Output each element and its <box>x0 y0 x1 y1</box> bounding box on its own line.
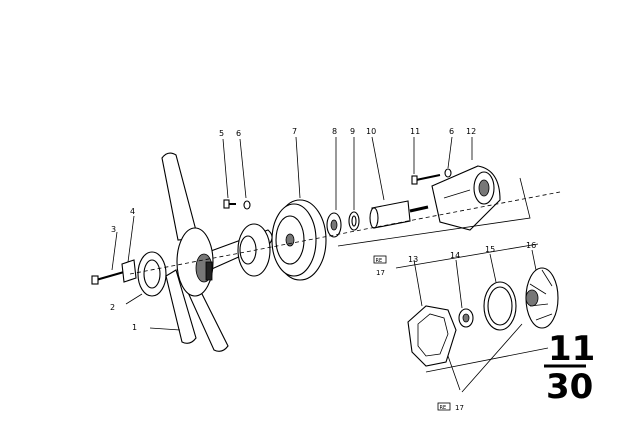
upper-group-bracket <box>337 177 531 247</box>
hub <box>326 212 342 238</box>
hub-plate <box>137 251 167 297</box>
callout-3: 3 <box>111 225 116 234</box>
callout-4: 4 <box>130 207 135 216</box>
callout-11: 11 <box>410 127 420 136</box>
page-code-bottom: 30 <box>546 367 593 407</box>
reference-badge: RE <box>376 258 383 264</box>
callout-2: 2 <box>110 303 115 312</box>
shaft-bearing <box>369 200 429 229</box>
shaft-axis <box>129 191 561 275</box>
lower-group-bracket <box>395 243 549 373</box>
callout-15: 15 <box>485 245 495 254</box>
o-ring <box>483 281 517 331</box>
callout-leaders <box>111 136 537 331</box>
washer-6b <box>444 168 452 178</box>
callout-1: 1 <box>132 323 137 332</box>
page-code: 11 30 <box>544 329 595 407</box>
reference-17-upper: RE 17 <box>373 255 387 277</box>
screw-5 <box>223 199 236 209</box>
callout-14: 14 <box>450 251 460 260</box>
callout-9: 9 <box>350 127 355 136</box>
lock-plate <box>121 259 137 283</box>
impeller <box>525 267 559 329</box>
gasket <box>407 305 457 367</box>
callout-13: 13 <box>408 255 418 264</box>
reference-17-lower: RE 17 <box>437 402 464 412</box>
fan-bolt <box>91 271 125 285</box>
page-code-top: 11 <box>548 329 595 369</box>
callout-6: 6 <box>236 129 241 138</box>
seal <box>458 308 474 328</box>
reference-label: 17 <box>455 404 464 412</box>
callout-8: 8 <box>332 127 337 136</box>
reference-leader <box>447 323 523 393</box>
callout-7: 7 <box>292 127 297 136</box>
bolt-11 <box>411 174 441 185</box>
callout-5: 5 <box>219 129 224 138</box>
washer-6 <box>243 200 251 210</box>
callout-6-right: 6 <box>449 127 454 136</box>
pump-housing <box>431 165 501 231</box>
reference-label: 17 <box>376 269 385 277</box>
ring <box>348 211 360 231</box>
callout-16: 16 <box>526 241 536 250</box>
reference-badge: RE <box>440 405 447 411</box>
callout-10: 10 <box>366 127 376 136</box>
pulley <box>271 199 327 281</box>
callout-12: 12 <box>466 127 476 136</box>
